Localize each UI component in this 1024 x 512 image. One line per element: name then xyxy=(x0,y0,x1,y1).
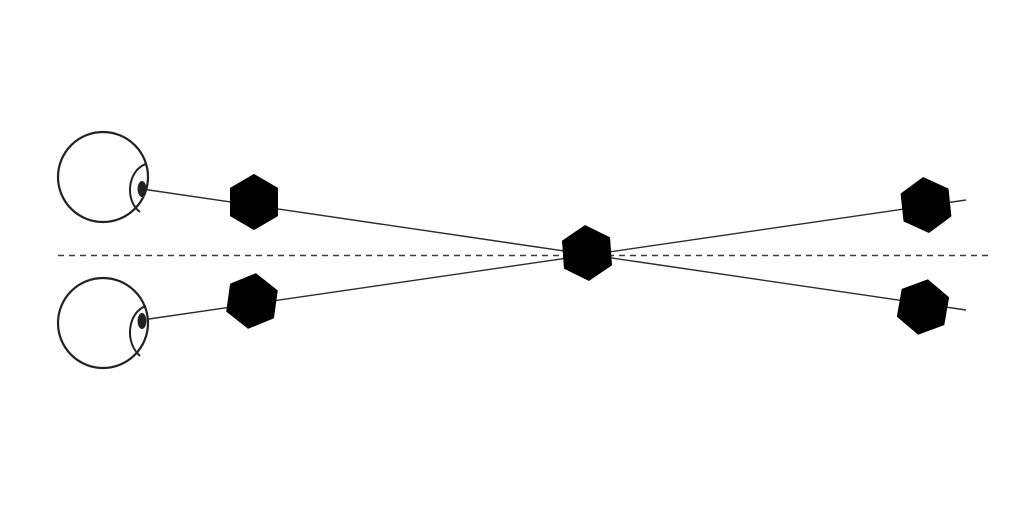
green-object-top xyxy=(899,174,953,236)
eye-top-icon xyxy=(56,130,150,224)
blue-object-bottom xyxy=(224,269,280,333)
sight-line-top-eye xyxy=(141,188,967,311)
eye-bottom-icon xyxy=(56,276,150,370)
sight-line-bottom-eye xyxy=(141,199,967,321)
blue-object-top: .blue .g-base{fill:#2a9ad6}.blue .g-ligh… xyxy=(230,174,278,230)
green-object-bottom xyxy=(894,275,952,339)
red-object-center xyxy=(561,223,613,283)
